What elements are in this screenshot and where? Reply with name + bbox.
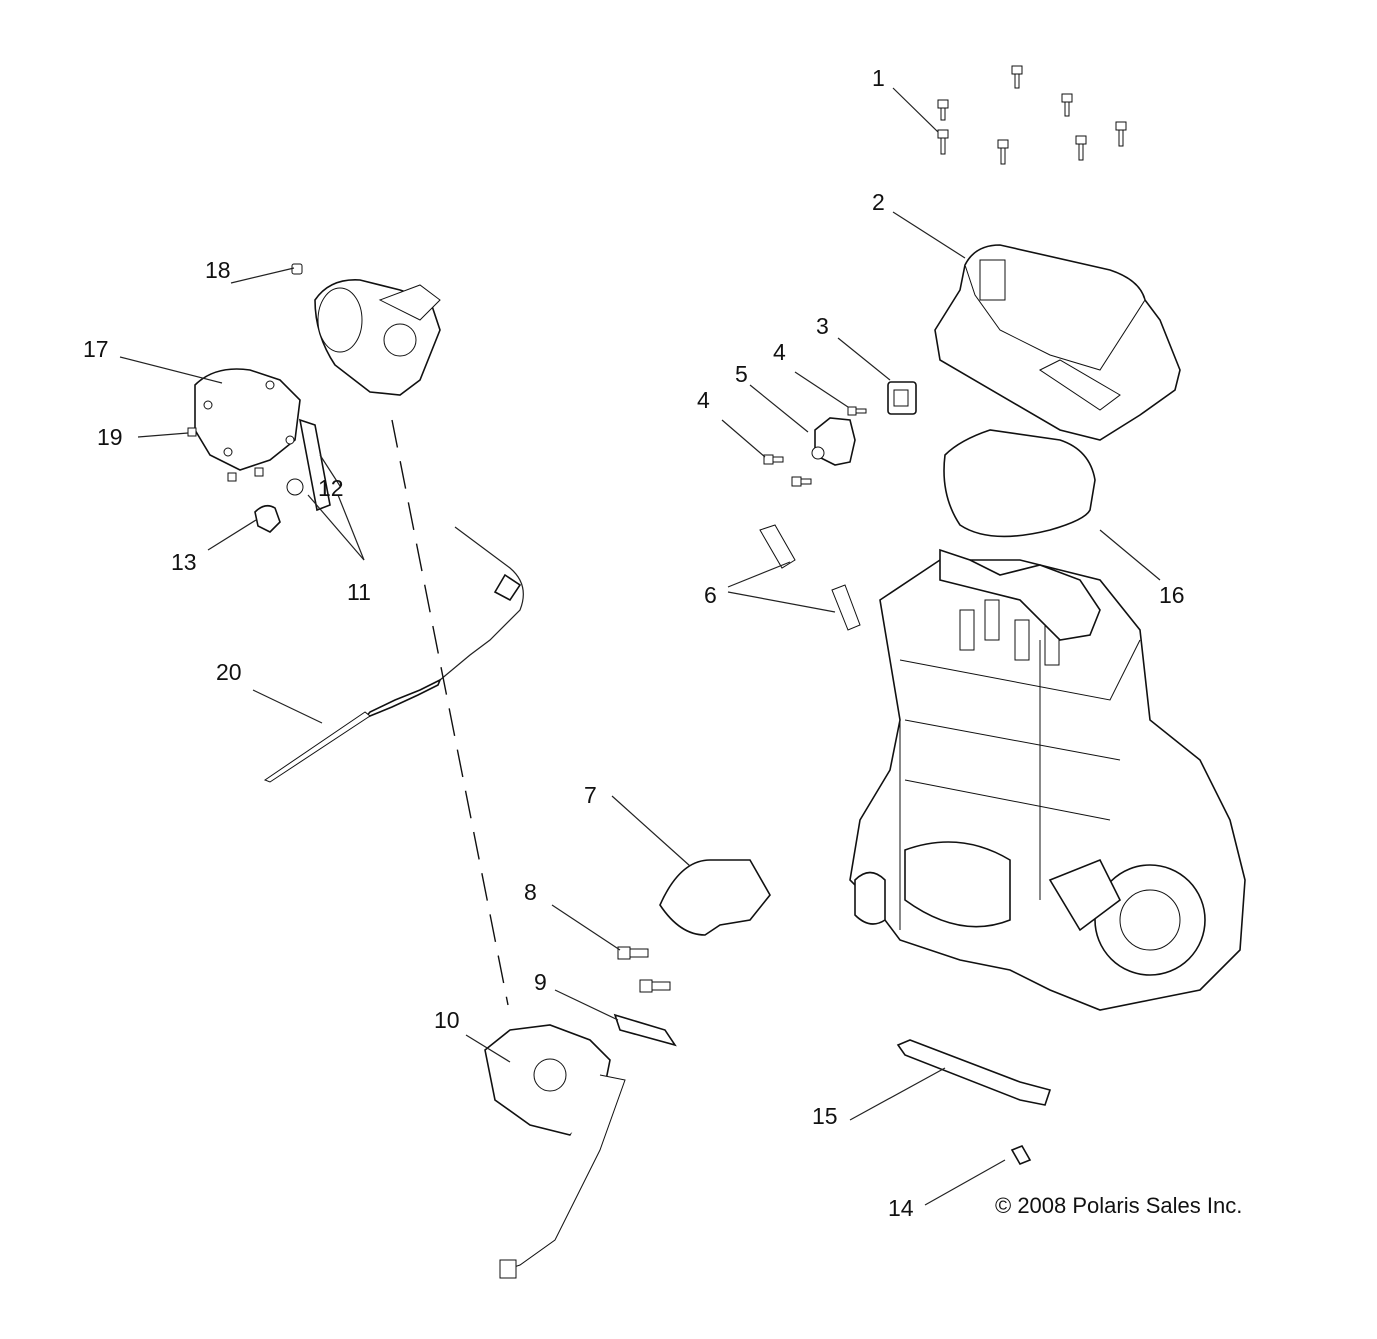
throttle-body-lower-icon — [484, 1024, 626, 1279]
callout-4-second: 4 — [697, 387, 710, 413]
spark-plug-icon — [759, 524, 861, 631]
callout-11: 11 — [347, 579, 371, 605]
valve-cover-icon — [934, 244, 1181, 441]
pin-icon — [1010, 1144, 1032, 1166]
callout-3: 3 — [816, 313, 829, 339]
callout-2: 2 — [872, 189, 885, 215]
cover-gasket-icon — [943, 429, 1096, 538]
callout-16: 16 — [1159, 582, 1185, 608]
bolt-8-icon — [617, 946, 671, 993]
bracket-icon — [613, 1013, 677, 1047]
callout-1: 1 — [872, 65, 885, 91]
screw-group-icon — [763, 406, 867, 487]
bolt-group-icon — [937, 65, 1127, 165]
throttle-cover-icon — [194, 368, 301, 471]
callout-4: 4 — [773, 339, 786, 365]
callout-7: 7 — [584, 782, 597, 808]
callout-5: 5 — [735, 361, 748, 387]
throttle-cable-icon — [263, 526, 524, 783]
sensor-harness-icon — [896, 1039, 1052, 1106]
hose-icon — [298, 418, 331, 512]
alignment-line — [391, 419, 509, 1006]
fitting-icon — [254, 504, 281, 533]
throttle-body-upper-icon — [314, 279, 441, 396]
callout-13: 13 — [171, 549, 197, 575]
callout-12: 12 — [318, 475, 344, 501]
plug-icon — [291, 263, 303, 275]
callout-15: 15 — [812, 1103, 838, 1129]
callout-20: 20 — [216, 659, 242, 685]
leader-lines — [119, 87, 1161, 1206]
small-screws-icon — [187, 427, 264, 482]
callout-18: 18 — [205, 257, 231, 283]
engine-block-icon — [849, 548, 1246, 1011]
callout-19: 19 — [97, 424, 123, 450]
callout-14: 14 — [888, 1195, 914, 1221]
sensor-icon — [811, 417, 856, 466]
callout-17: 17 — [83, 336, 109, 362]
callout-8: 8 — [524, 879, 537, 905]
callout-10: 10 — [434, 1007, 460, 1033]
callout-6: 6 — [704, 582, 717, 608]
callout-9: 9 — [534, 969, 547, 995]
intake-boot-icon — [659, 859, 771, 936]
callouts: 1 2 3 4 4 5 6 7 8 9 10 11 12 13 14 15 16… — [83, 65, 1185, 1221]
copyright-text: © 2008 Polaris Sales Inc. — [995, 1193, 1242, 1218]
